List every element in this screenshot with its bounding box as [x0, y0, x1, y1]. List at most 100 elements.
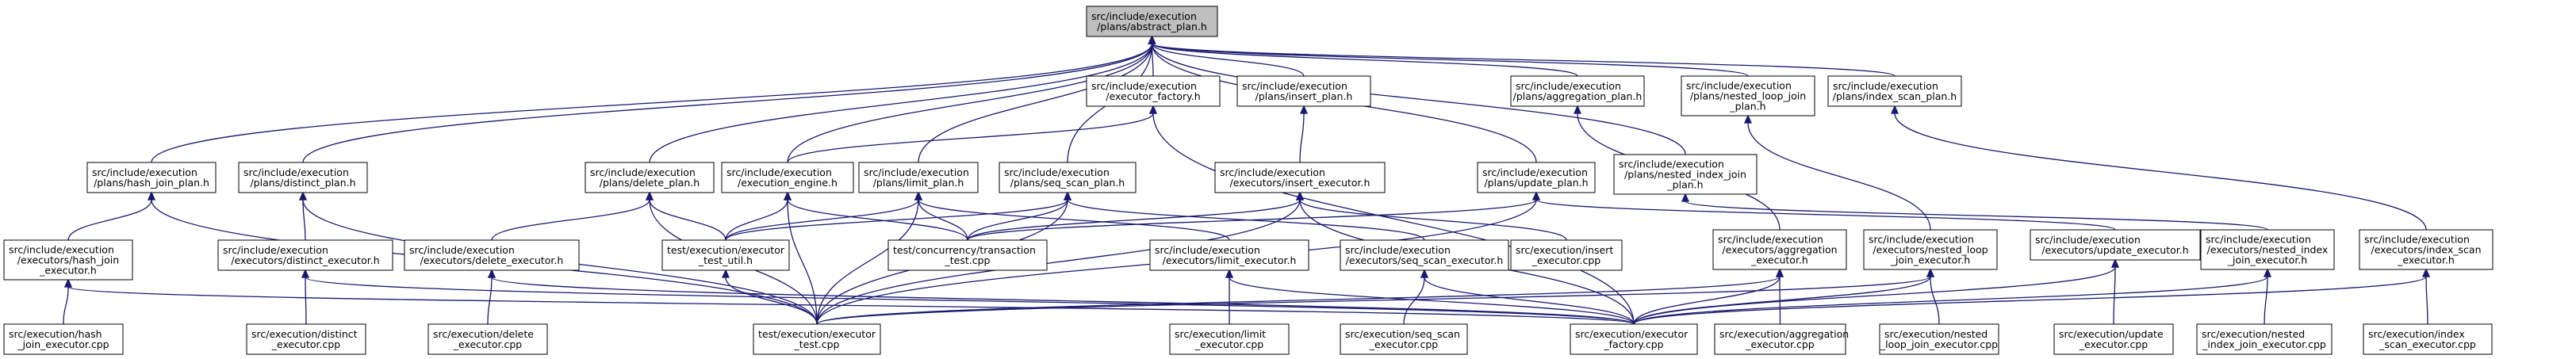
- node-label-line: _index_join_executor.cpp: [2202, 338, 2326, 350]
- node-box: [1086, 75, 1221, 107]
- node-nested-loop-join-plan[interactable]: src/include/execution/plans/nested_loop_…: [1681, 75, 1815, 116]
- node-nested-index-join-executor-cpp[interactable]: src/execution/nested_index_join_executor…: [2196, 323, 2333, 355]
- node-label-line: src/include/execution: [2035, 234, 2141, 246]
- node-label-line: src/include/execution: [223, 244, 328, 256]
- node-label-line: /plans/seq_scan_plan.h: [1010, 177, 1125, 189]
- node-insert-plan[interactable]: src/include/execution/plans/insert_plan.…: [1236, 75, 1371, 107]
- node-executor-factory-h[interactable]: src/include/execution/executor_factory.h: [1086, 75, 1221, 107]
- node-box: [1214, 162, 1386, 193]
- node-update-executor-cpp[interactable]: src/execution/update_executor.cpp: [2053, 323, 2174, 355]
- node-box: [721, 162, 854, 193]
- edge-arrowhead-nested_index_join_plan-to-abstract_plan: [1148, 35, 1156, 44]
- node-index-scan-plan[interactable]: src/include/execution/plans/index_scan_p…: [1827, 75, 1962, 107]
- node-label-line: _scan_executor.cpp: [2379, 338, 2476, 350]
- edge-arrowhead-insert_executor-to-insert_plan: [1299, 105, 1309, 114]
- node-update-plan[interactable]: src/include/execution/plans/update_plan.…: [1477, 162, 1596, 193]
- node-insert-executor[interactable]: src/include/execution/executors/insert_e…: [1214, 162, 1386, 193]
- node-label-line: src/include/execution: [1869, 234, 1974, 246]
- node-nested-index-join-plan[interactable]: src/include/execution/plans/nested_index…: [1613, 154, 1758, 195]
- node-label-line: /plans/update_plan.h: [1484, 177, 1588, 189]
- node-transaction-test[interactable]: test/concurrency/transaction_test.cpp: [887, 239, 1048, 271]
- node-seq-scan-executor-cpp[interactable]: src/execution/seq_scan_executor.cpp: [1340, 323, 1468, 355]
- edge-insert_executor-to-insert_plan: [1299, 113, 1305, 163]
- node-label-line: src/execution/index: [2368, 328, 2465, 340]
- node-delete-plan[interactable]: src/include/execution/plans/delete_plan.…: [585, 162, 715, 193]
- node-hash-join-executor-cpp[interactable]: src/execution/hash_join_executor.cpp: [3, 323, 124, 355]
- node-index-scan-executor-cpp[interactable]: src/execution/index_scan_executor.cpp: [2363, 323, 2493, 355]
- node-label-line: _executor.cpp: [271, 338, 341, 350]
- node-label-line: /plans/nested_index_join: [1624, 169, 1746, 181]
- node-distinct-executor-cpp[interactable]: src/execution/distinct_executor.cpp: [246, 323, 366, 355]
- node-delete-executor[interactable]: src/include/execution/executors/delete_e…: [404, 239, 580, 271]
- node-aggregation-plan[interactable]: src/include/execution/plans/aggregation_…: [1510, 75, 1645, 107]
- edge-arrowhead-executor_factory_cpp-to-update_executor: [2110, 258, 2120, 268]
- node-label-line: /plans/insert_plan.h: [1255, 90, 1353, 102]
- node-box: [246, 323, 366, 355]
- node-label-line: src/include/execution: [1718, 234, 1823, 246]
- edge-executor_factory_cpp-to-hash_join_executor: [67, 286, 1635, 325]
- node-label-line: /executors/distinct_executor.h: [231, 254, 379, 266]
- node-box: [1570, 323, 1698, 355]
- node-label-line: /executors/nested_loop: [1873, 244, 1988, 256]
- node-executor-factory-cpp[interactable]: src/execution/executor_factory.cpp: [1570, 323, 1698, 355]
- node-seq-scan-plan[interactable]: src/include/execution/plans/seq_scan_pla…: [999, 162, 1137, 193]
- node-label-line: _plan.h: [1666, 179, 1703, 191]
- node-label-line: /executors/nested_index: [2207, 244, 2329, 256]
- edge-arrowhead-executor_test-to-hash_join_plan: [147, 191, 156, 201]
- edge-hash_join_plan-to-abstract_plan: [151, 43, 1153, 163]
- node-box: [2053, 323, 2174, 355]
- node-box: [1613, 154, 1758, 195]
- node-label-line: src/include/execution: [1004, 166, 1110, 178]
- node-distinct-executor[interactable]: src/include/execution/executors/distinct…: [217, 239, 393, 271]
- node-nested-loop-join-executor[interactable]: src/include/execution/executors/nested_l…: [1863, 229, 1998, 270]
- node-label-line: src/include/execution: [92, 166, 197, 178]
- node-aggregation-executor-cpp[interactable]: src/execution/aggregation_executor.cpp: [1714, 323, 1849, 355]
- edge-arrowhead-nested_index_join_executor-to-nested_index_join_plan: [1681, 193, 1690, 202]
- node-insert-executor-cpp[interactable]: src/execution/insert_executor.cpp: [1510, 239, 1623, 271]
- node-label-line: src/include/execution: [243, 166, 349, 178]
- edge-limit_executor-to-limit_plan: [918, 199, 1230, 241]
- node-execution-engine[interactable]: src/include/execution/execution_engine.h: [721, 162, 854, 193]
- edge-execution_engine-to-abstract_plan: [787, 43, 1153, 163]
- node-box: [1169, 323, 1290, 355]
- edge-nested_index_join_plan-to-abstract_plan: [1151, 43, 1686, 155]
- node-label-line: /plans/distinct_plan.h: [250, 177, 355, 189]
- node-limit-executor-cpp[interactable]: src/execution/limit_executor.cpp: [1169, 323, 1290, 355]
- node-label-line: src/include/execution: [1833, 80, 1938, 92]
- node-label-line: _plan.h: [1729, 101, 1765, 113]
- edge-executor_test-to-limit_plan: [816, 199, 919, 325]
- node-abstract-plan[interactable]: src/include/execution/plans/abstract_pla…: [1086, 6, 1218, 37]
- node-distinct-plan[interactable]: src/include/execution/plans/distinct_pla…: [238, 162, 368, 193]
- edge-executor_test_util-to-delete_plan: [649, 199, 726, 241]
- node-index-scan-executor[interactable]: src/include/execution/executors/index_sc…: [2359, 229, 2494, 270]
- node-label-line: /plans/delete_plan.h: [600, 177, 700, 189]
- node-limit-executor[interactable]: src/include/execution/executors/limit_ex…: [1149, 239, 1309, 271]
- node-label-line: test/concurrency/transaction: [893, 244, 1036, 256]
- edge-executor_factory_cpp-to-seq_scan_executor: [1424, 277, 1635, 325]
- node-hash-join-executor[interactable]: src/include/execution/executors/hash_joi…: [3, 239, 133, 281]
- node-label-line: test/execution/executor: [667, 244, 785, 256]
- node-executor-test[interactable]: test/execution/executor_test.cpp: [753, 323, 881, 355]
- node-limit-plan[interactable]: src/include/execution/plans/limit_plan.h: [858, 162, 979, 193]
- node-box: [887, 239, 1048, 271]
- edge-arrowhead-executor_test-to-nested_loop_join_executor: [1926, 268, 1935, 277]
- node-box: [404, 239, 580, 271]
- node-seq-scan-executor[interactable]: src/include/execution/executors/seq_scan…: [1340, 239, 1509, 271]
- node-aggregation-executor[interactable]: src/include/execution/executors/aggregat…: [1712, 229, 1847, 270]
- node-nested-index-join-executor[interactable]: src/include/execution/executors/nested_i…: [2200, 229, 2335, 270]
- node-nested-loop-join-executor-cpp[interactable]: src/execution/nested_loop_join_executor.…: [1879, 323, 1999, 355]
- node-box: [2200, 229, 2335, 270]
- node-update-executor[interactable]: src/include/execution/executors/update_e…: [2030, 229, 2201, 261]
- node-label-line: _executor.cpp: [1745, 338, 1815, 350]
- node-label-line: src/execution/update: [2059, 328, 2164, 340]
- edge-arrowhead-executor_test-to-distinct_plan: [298, 191, 308, 201]
- node-label-line: src/execution/seq_scan: [1345, 328, 1460, 340]
- node-box: [1510, 239, 1623, 271]
- node-box: [1086, 6, 1218, 37]
- node-delete-executor-cpp[interactable]: src/execution/delete_executor.cpp: [427, 323, 548, 355]
- node-label-line: /plans/hash_join_plan.h: [94, 177, 209, 189]
- node-executor-test-util[interactable]: test/execution/executor_test_util.h: [661, 239, 790, 271]
- edge-arrowhead-executor_factory_cpp-to-index_scan_executor: [2421, 268, 2431, 277]
- node-hash-join-plan[interactable]: src/include/execution/plans/hash_join_pl…: [86, 162, 217, 193]
- node-label-line: /executors/index_scan: [2371, 244, 2481, 256]
